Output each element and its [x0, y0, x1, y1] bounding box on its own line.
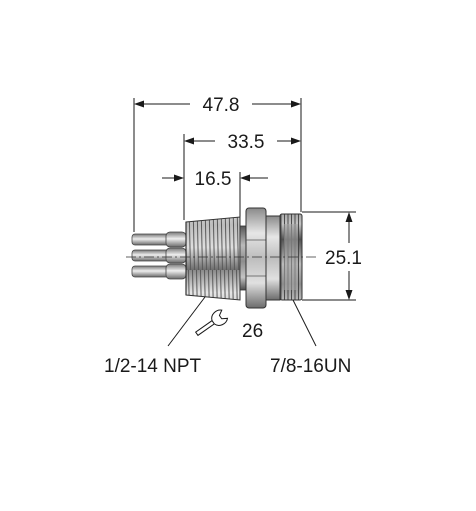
npt-thread-label: 1/2-14 NPT	[104, 356, 202, 377]
npt-thread-section	[185, 216, 241, 301]
wrench-size-callout: 26	[194, 309, 263, 342]
un-thread-label: 7/8-16UN	[270, 356, 351, 377]
contact-pins	[131, 231, 187, 280]
wrench-icon	[194, 309, 229, 337]
dim-overall-length: 47.8	[133, 95, 302, 232]
un-thread-callout: 7/8-16UN	[270, 299, 351, 377]
wrench-size-value: 26	[242, 321, 263, 342]
dim-body-length: 33.5	[183, 132, 301, 220]
thread-length-value: 16.5	[195, 169, 232, 190]
diameter-value: 25.1	[325, 248, 362, 269]
dim-diameter: 25.1	[302, 211, 362, 301]
hex-nut	[245, 207, 267, 309]
dim-thread-length: 16.5	[162, 169, 268, 222]
collar	[265, 215, 281, 301]
body-length-value: 33.5	[228, 132, 265, 153]
npt-thread-callout: 1/2-14 NPT	[104, 296, 206, 377]
groove	[239, 225, 247, 291]
overall-length-value: 47.8	[203, 95, 240, 116]
connector-body	[126, 207, 318, 309]
